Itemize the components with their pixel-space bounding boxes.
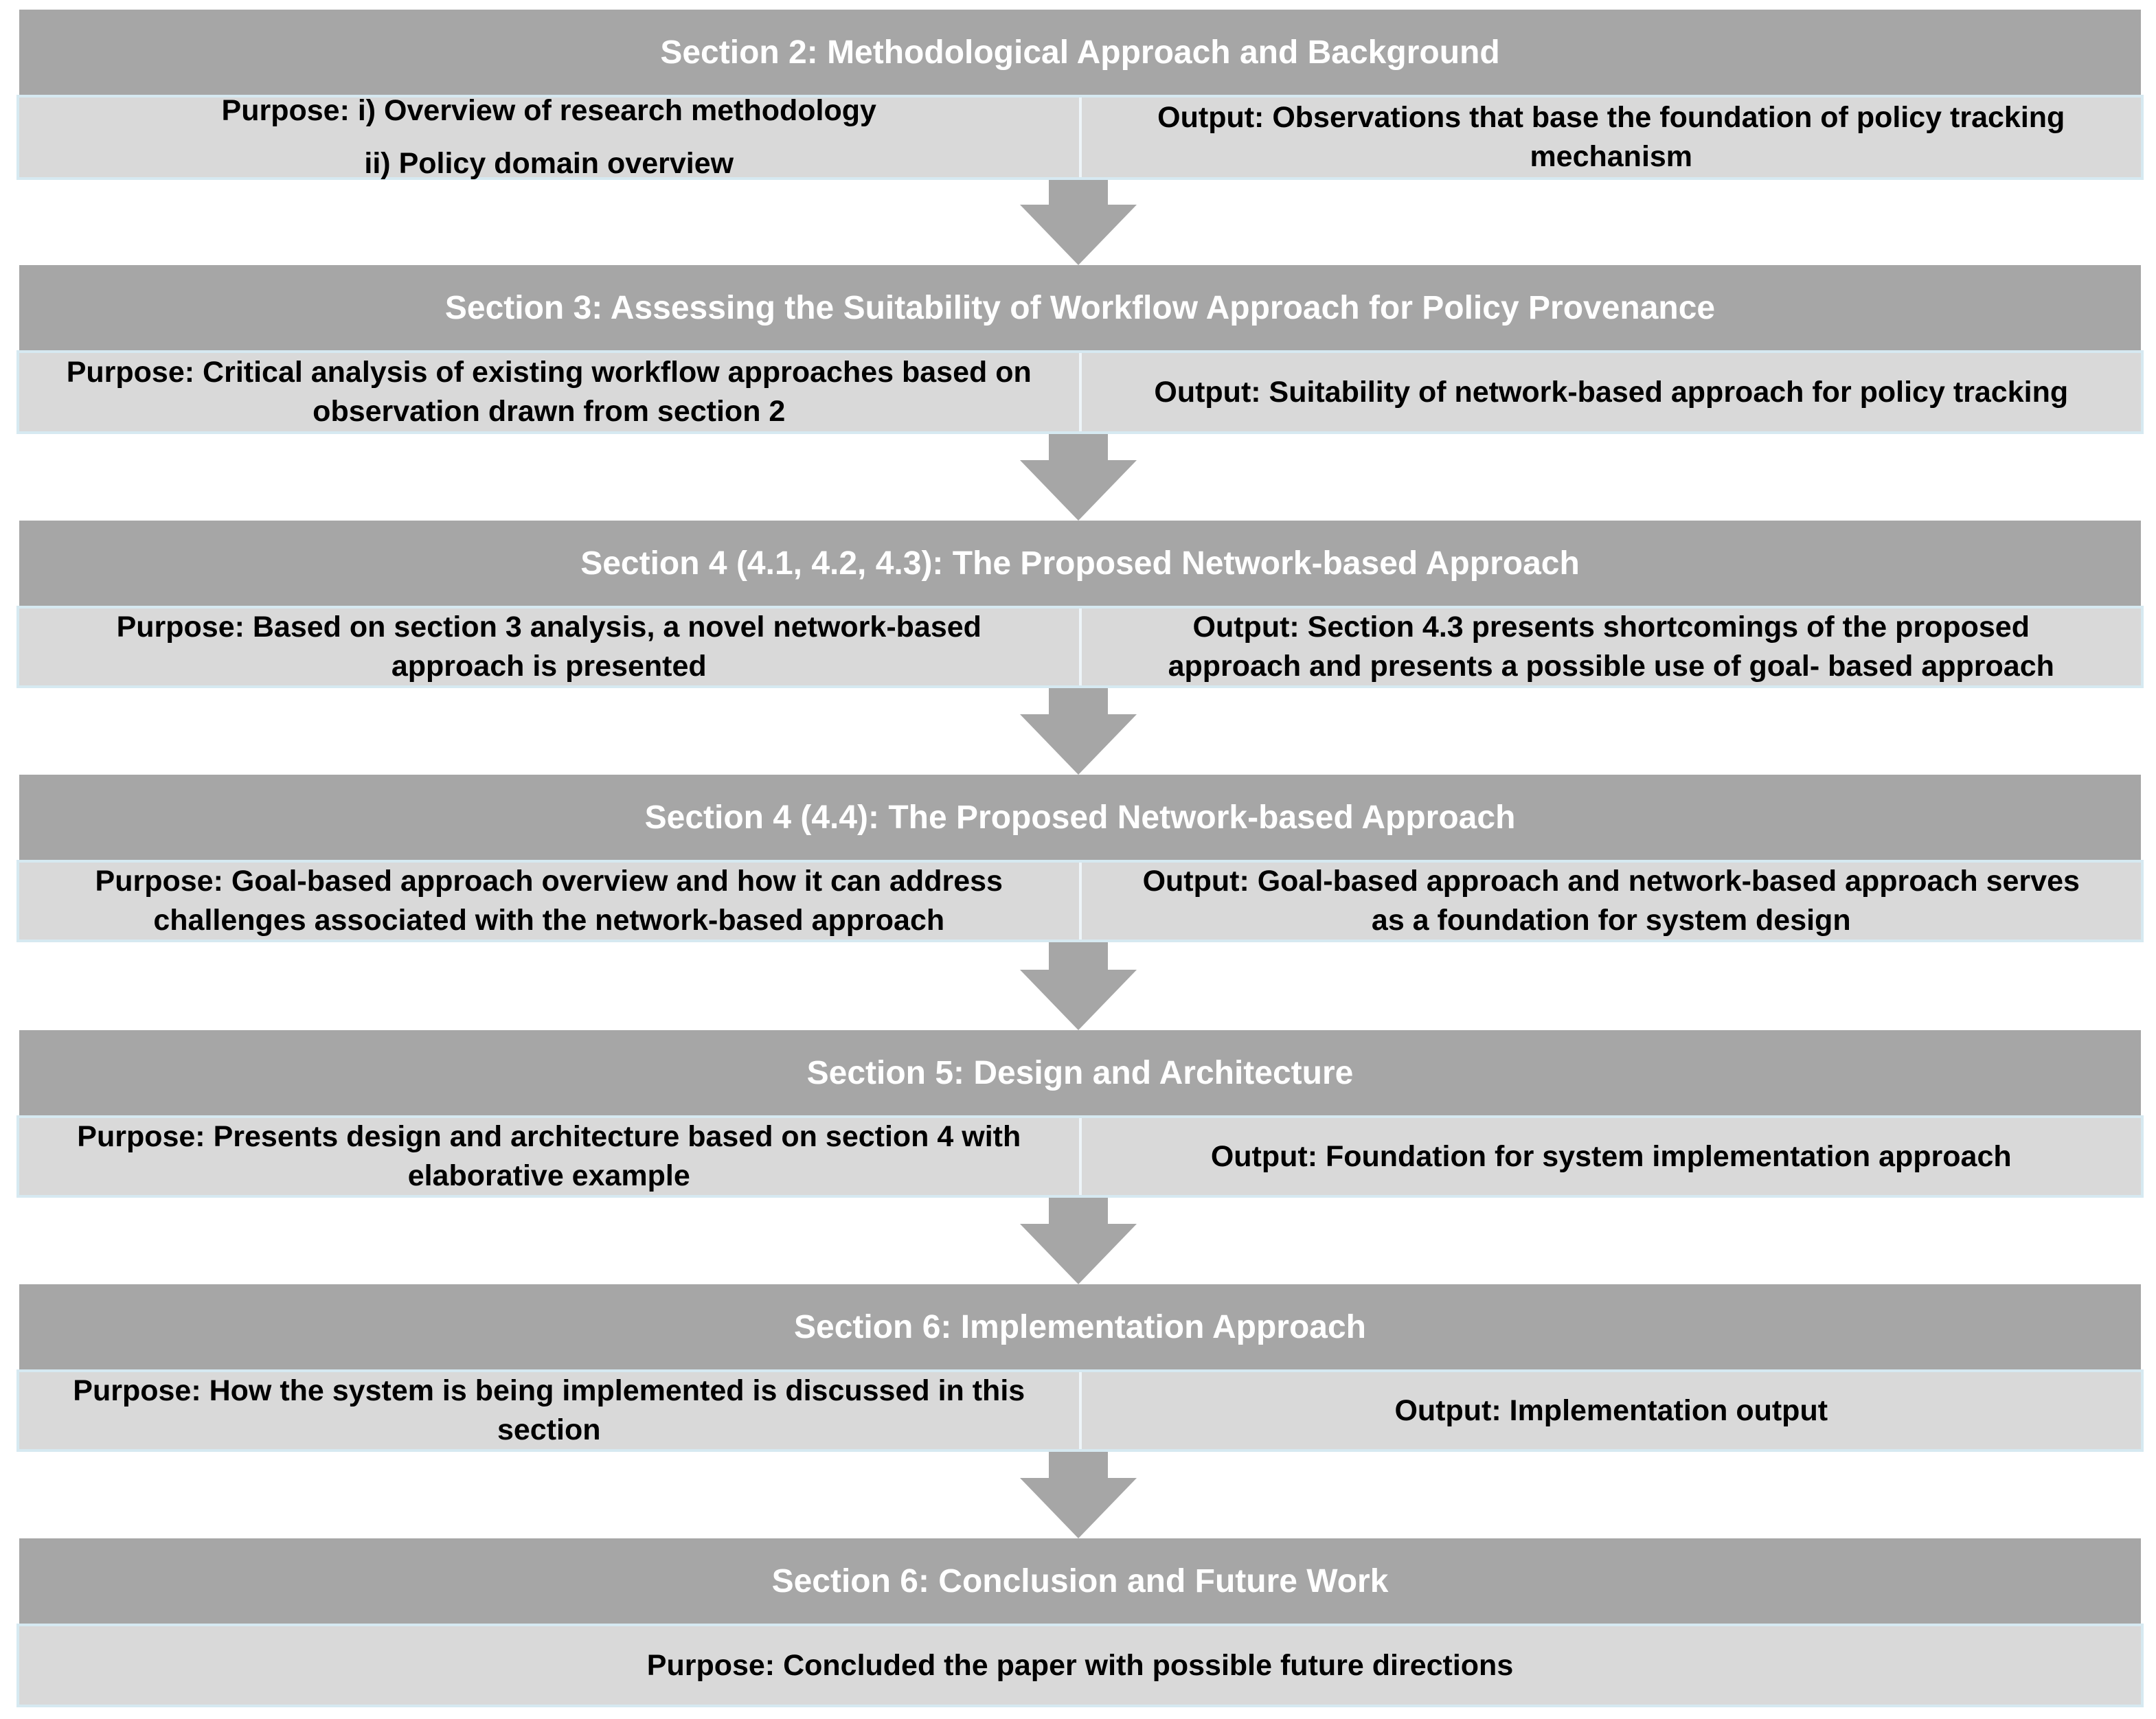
section-4-header: Section 4 (4.1, 4.2, 4.3): The Proposed … [19,521,2141,606]
section-2-details: Purpose: i) Overview of research methodo… [16,94,2144,180]
purpose-line: Purpose: Concluded the paper with possib… [646,1648,1514,1682]
purpose-cell: Purpose: Goal-based approach overview an… [19,863,1082,940]
purpose-line: Purpose: Goal-based approach overview an… [95,865,1003,898]
output-cell: Output: Goal-based approach and network-… [1082,863,2142,940]
section-title: Section 4 (4.4): The Proposed Network-ba… [644,799,1516,836]
purpose-line: Purpose: Based on section 3 analysis, a … [116,611,981,644]
output-line: Output: Suitability of network-based app… [1154,375,2069,409]
output-cell: Output: Foundation for system implementa… [1082,1118,2142,1195]
section-5-header: Section 5: Design and Architecture [19,1030,2141,1115]
output-line: mechanism [1530,140,1693,173]
section-6-header: Section 6: Implementation Approach [19,1284,2141,1369]
purpose-line: Purpose: Presents design and architectur… [77,1120,1021,1154]
purpose-cell: Purpose: Presents design and architectur… [19,1118,1082,1195]
purpose-line: Purpose: Critical analysis of existing w… [66,356,1032,389]
purpose-cell: Purpose: Critical analysis of existing w… [19,353,1082,431]
purpose-line: challenges associated with the network-b… [153,904,945,937]
output-line: Output: Section 4.3 presents shortcoming… [1192,611,2030,644]
section-title: Section 6: Implementation Approach [794,1308,1366,1345]
purpose-line: section [497,1413,601,1446]
purpose-line: elaborative example [407,1159,690,1192]
output-cell: Output: Suitability of network-based app… [1082,353,2142,431]
purpose-line: Purpose: i) Overview of research methodo… [221,94,876,128]
purpose-cell: Purpose: Concluded the paper with possib… [19,1626,2141,1705]
section-4-details: Purpose: Based on section 3 analysis, a … [16,606,2144,688]
output-line: Output: Observations that base the found… [1157,101,2065,135]
section-3-header: Section 3: Assessing the Suitability of … [19,265,2141,350]
section-3-details: Purpose: Critical analysis of existing w… [16,350,2144,434]
purpose-cell: Purpose: i) Overview of research methodo… [19,94,1082,180]
section-6-details: Purpose: How the system is being impleme… [16,1369,2144,1452]
section-conclusion-header: Section 6: Conclusion and Future Work [19,1538,2141,1624]
section-4-4-header: Section 4 (4.4): The Proposed Network-ba… [19,775,2141,860]
output-line: as a foundation for system design [1371,904,1851,937]
down-arrow-icon [1020,1198,1137,1284]
section-4-4-details: Purpose: Goal-based approach overview an… [16,860,2144,942]
purpose-cell: Purpose: How the system is being impleme… [19,1372,1082,1449]
output-line: approach and presents a possible use of … [1168,650,2054,683]
section-conclusion-details: Purpose: Concluded the paper with possib… [16,1624,2144,1707]
section-title: Section 4 (4.1, 4.2, 4.3): The Proposed … [580,545,1580,582]
down-arrow-icon [1020,1452,1137,1538]
output-line: Output: Implementation output [1394,1393,1828,1427]
section-title: Section 3: Assessing the Suitability of … [444,289,1716,326]
section-2-header: Section 2: Methodological Approach and B… [19,10,2141,95]
section-5-details: Purpose: Presents design and architectur… [16,1115,2144,1198]
purpose-cell: Purpose: Based on section 3 analysis, a … [19,608,1082,685]
down-arrow-icon [1020,942,1137,1030]
purpose-line: ii) Policy domain overview [364,147,734,180]
output-line: Output: Goal-based approach and network-… [1142,865,2080,898]
down-arrow-icon [1020,688,1137,775]
down-arrow-icon [1020,434,1137,521]
output-line: Output: Foundation for system implementa… [1210,1139,2012,1173]
section-title: Section 6: Conclusion and Future Work [771,1562,1389,1600]
output-cell: Output: Section 4.3 presents shortcoming… [1082,608,2142,685]
purpose-line: observation drawn from section 2 [313,395,786,428]
purpose-line: approach is presented [391,650,707,683]
output-cell: Output: Implementation output [1082,1372,2142,1449]
section-title: Section 5: Design and Architecture [806,1054,1354,1091]
output-cell: Output: Observations that base the found… [1082,98,2142,177]
section-title: Section 2: Methodological Approach and B… [660,34,1500,71]
purpose-line: Purpose: How the system is being impleme… [73,1374,1025,1408]
down-arrow-icon [1020,180,1137,265]
